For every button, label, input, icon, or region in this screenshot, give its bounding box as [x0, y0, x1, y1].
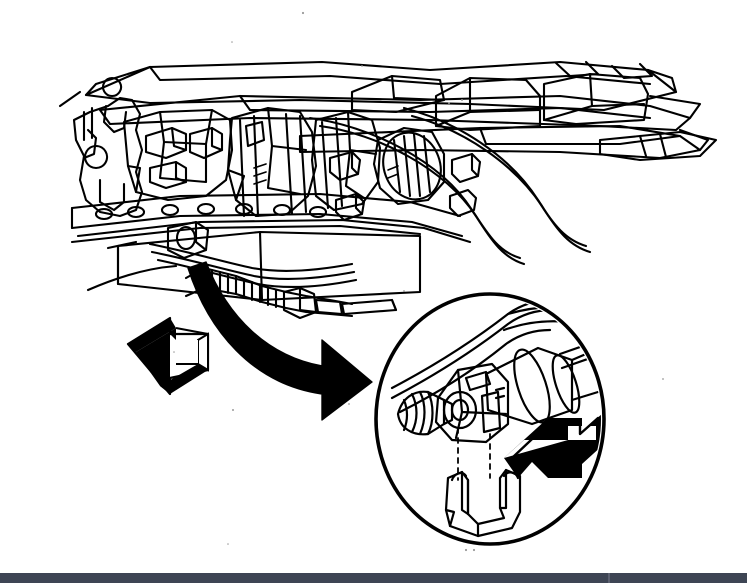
bell-contour [308, 106, 592, 266]
fuel-tube-main [340, 298, 398, 316]
tail-panel [598, 130, 718, 162]
quick-connect-fitting-main [282, 286, 344, 320]
removal-arrow [504, 412, 601, 478]
bottom-status-bar [0, 573, 747, 583]
right-mount-bosses [328, 150, 482, 222]
frame-rail [70, 192, 472, 244]
corrugated-boot [396, 390, 454, 436]
housing-hatching [253, 163, 399, 185]
magnified-detail-circle [374, 292, 606, 546]
status-bar-seam [608, 573, 610, 583]
view-direction-arrow [126, 316, 210, 396]
hose-bracket [166, 220, 210, 260]
engine-block [72, 77, 144, 218]
quick-connect-fitting [434, 362, 510, 444]
retainer-clip [444, 468, 522, 538]
alignment-lines [457, 427, 491, 481]
frame-rail-fasteners [94, 202, 328, 221]
engine-mount-brackets [144, 126, 224, 190]
main-view-group [58, 60, 718, 320]
bell-housing-flange [310, 110, 382, 212]
detail-callout-arrow [187, 261, 373, 421]
scan-speckles [173, 11, 664, 552]
transmission-housing [226, 106, 318, 218]
left-edge-contours [58, 90, 178, 292]
